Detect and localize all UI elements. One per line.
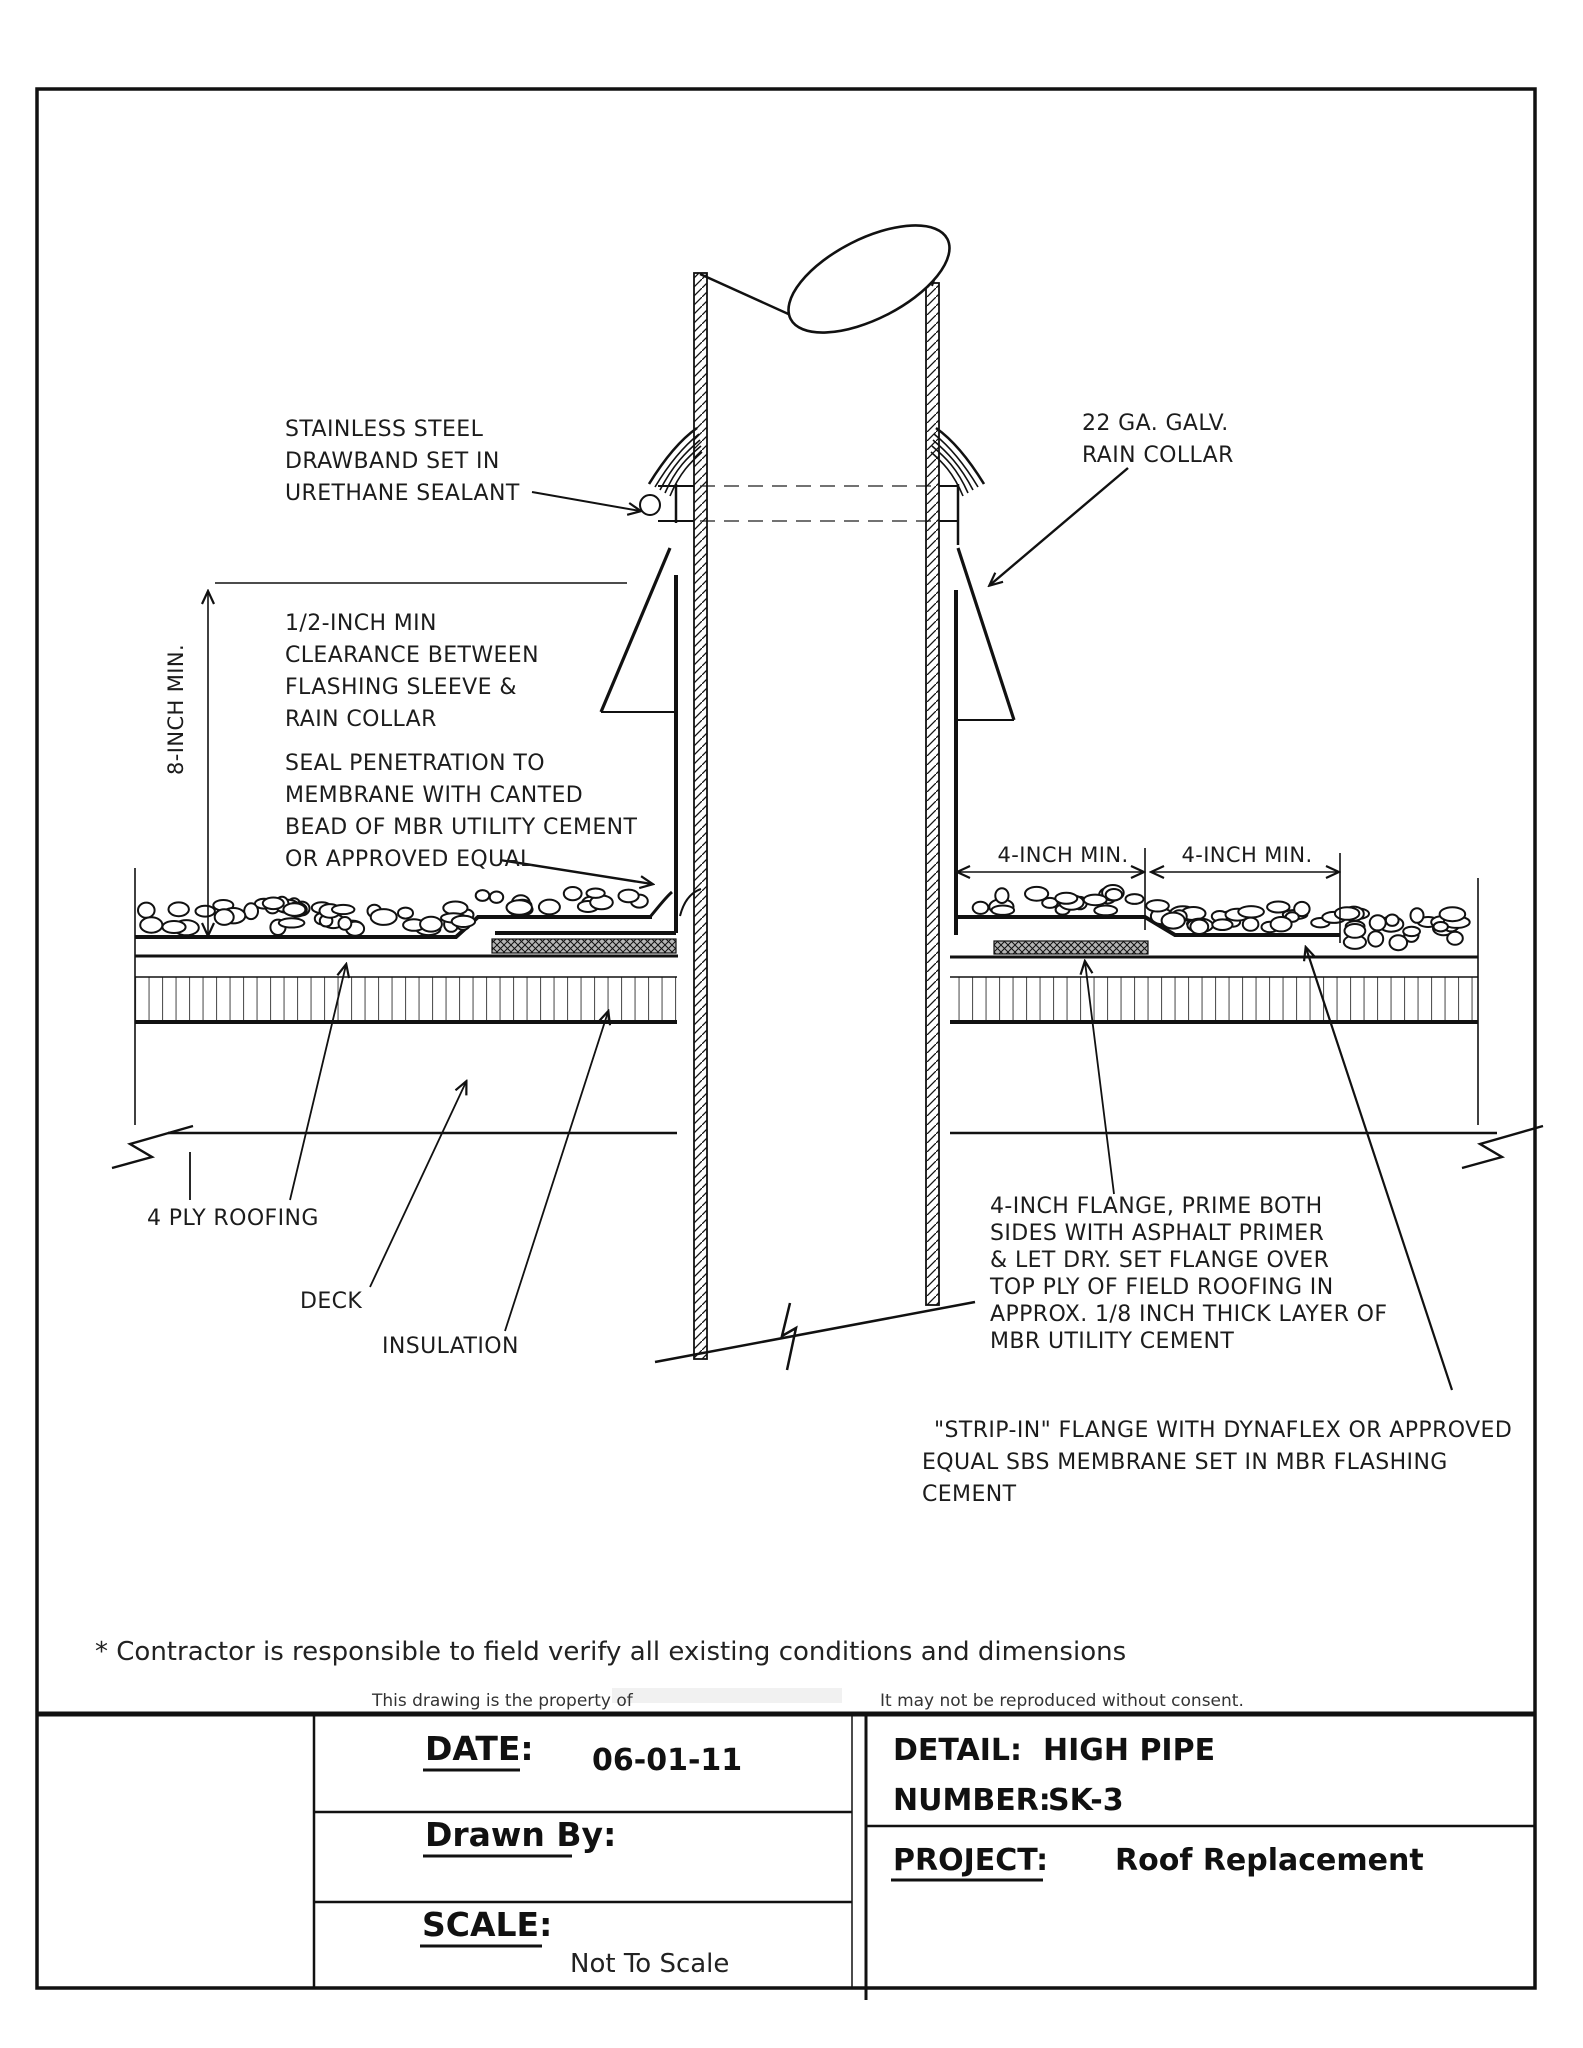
ownership-note-left: This drawing is the property of xyxy=(371,1691,634,1711)
annotation-line: SEAL PENETRATION TO xyxy=(285,751,545,776)
dimension-4-inch-left: 4-INCH MIN. xyxy=(958,843,1145,930)
dimension-8-inch-label: 8-INCH MIN. xyxy=(164,644,188,775)
annotation-rain-collar: 22 GA. GALV. RAIN COLLAR xyxy=(1082,411,1234,468)
dimension-4-inch-left-label: 4-INCH MIN. xyxy=(997,843,1128,867)
annotation-deck: DECK xyxy=(300,1289,362,1314)
dimension-8-inch: 8-INCH MIN. xyxy=(164,582,627,935)
detail-value: HIGH PIPE xyxy=(1043,1733,1215,1768)
detail-label: DETAIL: xyxy=(893,1733,1022,1768)
annotation-line: DECK xyxy=(300,1289,362,1314)
pipe-bottom-break xyxy=(654,1300,976,1364)
annotation-line: RAIN COLLAR xyxy=(1082,443,1234,468)
annotation-seal-penetration: SEAL PENETRATION TO MEMBRANE WITH CANTED… xyxy=(285,751,638,872)
annotation-clearance: 1/2-INCH MIN CLEARANCE BETWEEN FLASHING … xyxy=(285,611,539,732)
project-label: PROJECT: xyxy=(893,1843,1048,1878)
annotation-strip-in: "STRIP-IN" FLANGE WITH DYNAFLEX OR APPRO… xyxy=(922,1418,1512,1507)
project-value: Roof Replacement xyxy=(1115,1843,1424,1878)
annotation-line: "STRIP-IN" FLANGE WITH DYNAFLEX OR APPRO… xyxy=(934,1418,1512,1443)
drawn-by-label: Drawn By: xyxy=(425,1815,616,1854)
annotation-line: APPROX. 1/8 INCH THICK LAYER OF xyxy=(990,1302,1387,1327)
annotation-line: OR APPROVED EQUAL xyxy=(285,847,533,872)
annotation-line: BEAD OF MBR UTILITY CEMENT xyxy=(285,815,638,840)
annotation-line: DRAWBAND SET IN xyxy=(285,449,500,474)
number-value: SK-3 xyxy=(1048,1783,1124,1818)
dimension-4-inch-right: 4-INCH MIN. xyxy=(1152,843,1340,943)
annotation-line: 4 PLY ROOFING xyxy=(147,1206,319,1231)
leader-rain-collar xyxy=(990,467,1129,585)
leader-four-ply xyxy=(289,965,346,1201)
leader-deck xyxy=(369,1082,466,1288)
annotation-line: CEMENT xyxy=(922,1482,1017,1507)
gravel-ballast-right xyxy=(971,884,1471,952)
leader-flange xyxy=(1085,962,1115,1195)
annotation-line: INSULATION xyxy=(382,1334,519,1359)
annotation-line: MBR UTILITY CEMENT xyxy=(990,1329,1234,1354)
page-border xyxy=(35,87,1537,1990)
annotation-line: SIDES WITH ASPHALT PRIMER xyxy=(990,1221,1324,1246)
annotation-line: & LET DRY. SET FLANGE OVER xyxy=(990,1248,1329,1273)
title-block-scale-cell: SCALE: Not To Scale xyxy=(420,1905,729,1979)
annotation-line: STAINLESS STEEL xyxy=(285,417,484,442)
annotation-line: FLASHING SLEEVE & xyxy=(285,675,517,700)
annotation-line: 22 GA. GALV. xyxy=(1082,411,1229,436)
annotation-flange: 4-INCH FLANGE, PRIME BOTH SIDES WITH ASP… xyxy=(989,1194,1387,1354)
annotation-drawband: STAINLESS STEEL DRAWBAND SET IN URETHANE… xyxy=(285,417,520,506)
leader-insulation xyxy=(504,1012,608,1332)
title-block-date-cell: DATE: 06-01-11 xyxy=(423,1729,742,1778)
annotation-insulation: INSULATION xyxy=(382,1334,519,1359)
leader-drawband xyxy=(531,491,640,511)
title-block-detail-cell: DETAIL: HIGH PIPE NUMBER: SK-3 xyxy=(893,1733,1215,1818)
pipe-top-break-ellipse xyxy=(787,224,951,334)
rain-collar xyxy=(599,426,1016,721)
annotation-four-ply: 4 PLY ROOFING xyxy=(147,1206,319,1231)
title-block-project-cell: PROJECT: Roof Replacement xyxy=(891,1843,1424,1882)
annotation-line: RAIN COLLAR xyxy=(285,707,437,732)
annotation-line: 4-INCH FLANGE, PRIME BOTH xyxy=(990,1194,1323,1219)
roof-assembly-left xyxy=(111,868,702,1170)
annotation-line: CLEARANCE BETWEEN xyxy=(285,643,539,668)
redacted-area xyxy=(612,1688,842,1703)
ownership-note-right: It may not be reproduced without consent… xyxy=(880,1691,1244,1711)
leader-lines xyxy=(189,467,1454,1391)
annotation-line: EQUAL SBS MEMBRANE SET IN MBR FLASHING xyxy=(922,1450,1448,1475)
dimension-4-inch-right-label: 4-INCH MIN. xyxy=(1181,843,1312,867)
title-block: DATE: 06-01-11 Drawn By: SCALE: Not To S… xyxy=(37,1711,1535,2000)
contractor-note: * Contractor is responsible to field ver… xyxy=(95,1637,1126,1667)
date-label: DATE: xyxy=(425,1729,534,1768)
scale-value: Not To Scale xyxy=(570,1949,729,1979)
annotation-line: TOP PLY OF FIELD ROOFING IN xyxy=(989,1275,1334,1300)
date-value: 06-01-11 xyxy=(592,1743,742,1778)
scale-label: SCALE: xyxy=(422,1905,552,1944)
title-block-drawn-by-cell: Drawn By: xyxy=(423,1815,616,1858)
drawband xyxy=(639,484,960,545)
pipe xyxy=(654,224,976,1371)
annotations: STAINLESS STEEL DRAWBAND SET IN URETHANE… xyxy=(147,411,1512,1507)
annotation-line: 1/2-INCH MIN xyxy=(285,611,437,636)
leader-seal-penetration xyxy=(499,858,652,884)
gravel-ballast-left xyxy=(137,886,649,937)
annotation-line: MEMBRANE WITH CANTED xyxy=(285,783,583,808)
leader-strip-in xyxy=(1306,948,1454,1391)
annotation-line: URETHANE SEALANT xyxy=(285,481,520,506)
number-label: NUMBER: xyxy=(893,1783,1051,1818)
roof-assembly-right xyxy=(950,878,1544,1170)
